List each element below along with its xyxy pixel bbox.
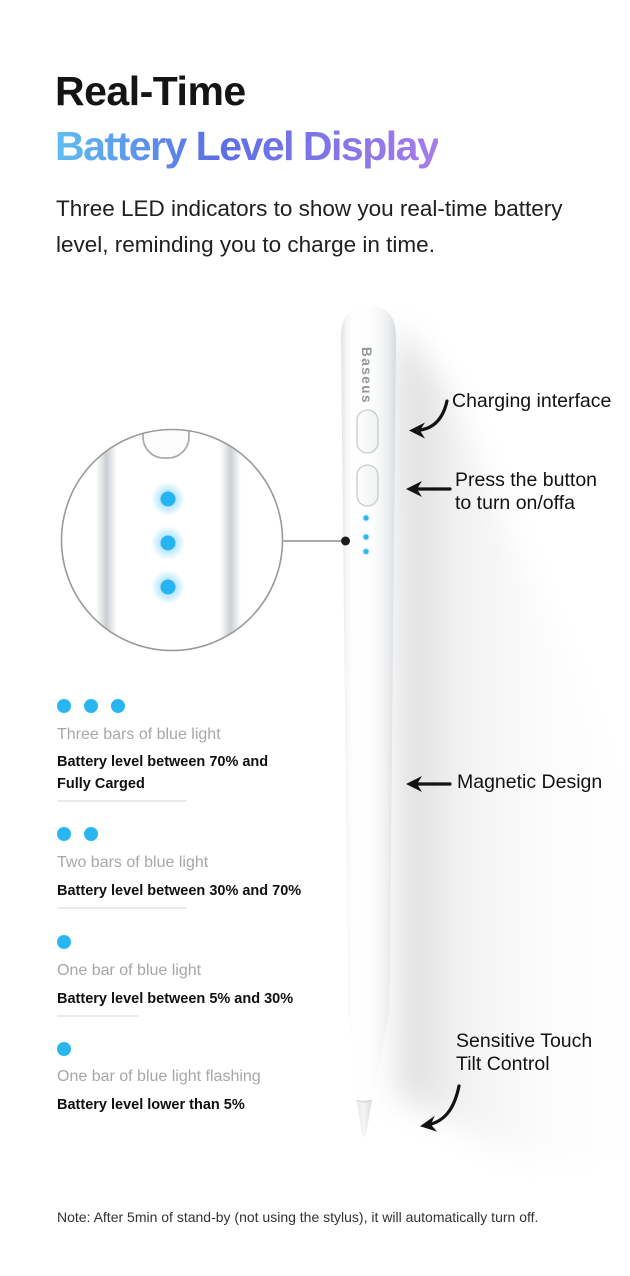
charging-interface-button (356, 409, 379, 454)
battery-row-4-label: One bar of blue light flashing (57, 1068, 261, 1085)
annotation-arrows (406, 399, 461, 1132)
pen-led-2 (363, 534, 369, 540)
pen-shadow (397, 326, 630, 1160)
footnote: Note: After 5min of stand-by (not using … (57, 1209, 539, 1225)
callout-power-line-2: to turn on/offa (455, 492, 575, 514)
loupe-connector-dot (341, 536, 350, 546)
callout-charging-interface: Charging interface (452, 390, 611, 413)
battery-row-2-detail: Battery level between 30% and 70% (57, 883, 302, 899)
page-description: Three LED indicators to show you real-ti… (56, 196, 563, 257)
battery-row-3-detail: Battery level between 5% and 30% (57, 991, 294, 1007)
callout-tilt-line-2: Tilt Control (456, 1053, 550, 1075)
battery-row-1-dots (57, 699, 125, 713)
battery-row-3-dots (57, 935, 71, 949)
divider (57, 907, 187, 909)
led-dot (111, 699, 125, 713)
pen-led-3 (363, 548, 369, 555)
battery-row-3-label: One bar of blue light (57, 962, 202, 979)
pen-body (341, 306, 396, 1100)
callout-power-button: Press the button to turn on/offa (455, 469, 597, 515)
divider (57, 800, 187, 802)
power-button (356, 464, 379, 507)
loupe-led-3 (160, 579, 176, 595)
stylus-pen: Baseus (341, 306, 396, 1138)
callout-magnetic-design: Magnetic Design (457, 771, 602, 794)
callout-tilt-line-1: Sensitive Touch (456, 1030, 593, 1052)
pen-tip (356, 1100, 372, 1138)
callout-tilt-control: Sensitive Touch Tilt Control (456, 1030, 592, 1076)
led-dot (57, 935, 71, 949)
loupe-led-indicators (151, 482, 185, 604)
callout-charging-interface-text: Charging interface (452, 390, 612, 412)
page-title: Real-Time (55, 68, 246, 114)
callout-magnetic-text: Magnetic Design (457, 771, 603, 793)
battery-row-2-dots (57, 827, 98, 841)
tilt-control-arrow (420, 1084, 461, 1132)
callout-power-line-1: Press the button (455, 469, 598, 491)
led-magnifier-loupe (60, 428, 284, 652)
pen-led-indicators (361, 513, 371, 556)
loupe-button (142, 429, 190, 459)
loupe-led-2 (160, 535, 176, 551)
led-dot (57, 827, 71, 841)
battery-row-4-dots (57, 1042, 71, 1056)
loupe-pen-left-edge (96, 429, 117, 651)
led-dot (57, 699, 71, 713)
pen-led-1 (363, 515, 369, 521)
pen-tip-seam (356, 1099, 373, 1103)
led-dot (84, 699, 98, 713)
battery-row-1-detail: Battery level between 70% and Fully Carg… (57, 754, 269, 792)
battery-row-4-detail: Battery level lower than 5% (57, 1097, 245, 1113)
battery-row-2-label: Two bars of blue light (57, 854, 209, 871)
page-subtitle: Battery Level Display (55, 123, 440, 169)
charging-interface-arrow (409, 399, 449, 439)
divider (57, 1015, 139, 1017)
pen-brand-label: Baseus (359, 347, 374, 404)
loupe-pen-right-edge (220, 429, 241, 651)
led-dot (57, 1042, 71, 1056)
led-dot (84, 827, 98, 841)
battery-row-1-label: Three bars of blue light (57, 726, 221, 743)
loupe-led-1 (160, 491, 176, 507)
